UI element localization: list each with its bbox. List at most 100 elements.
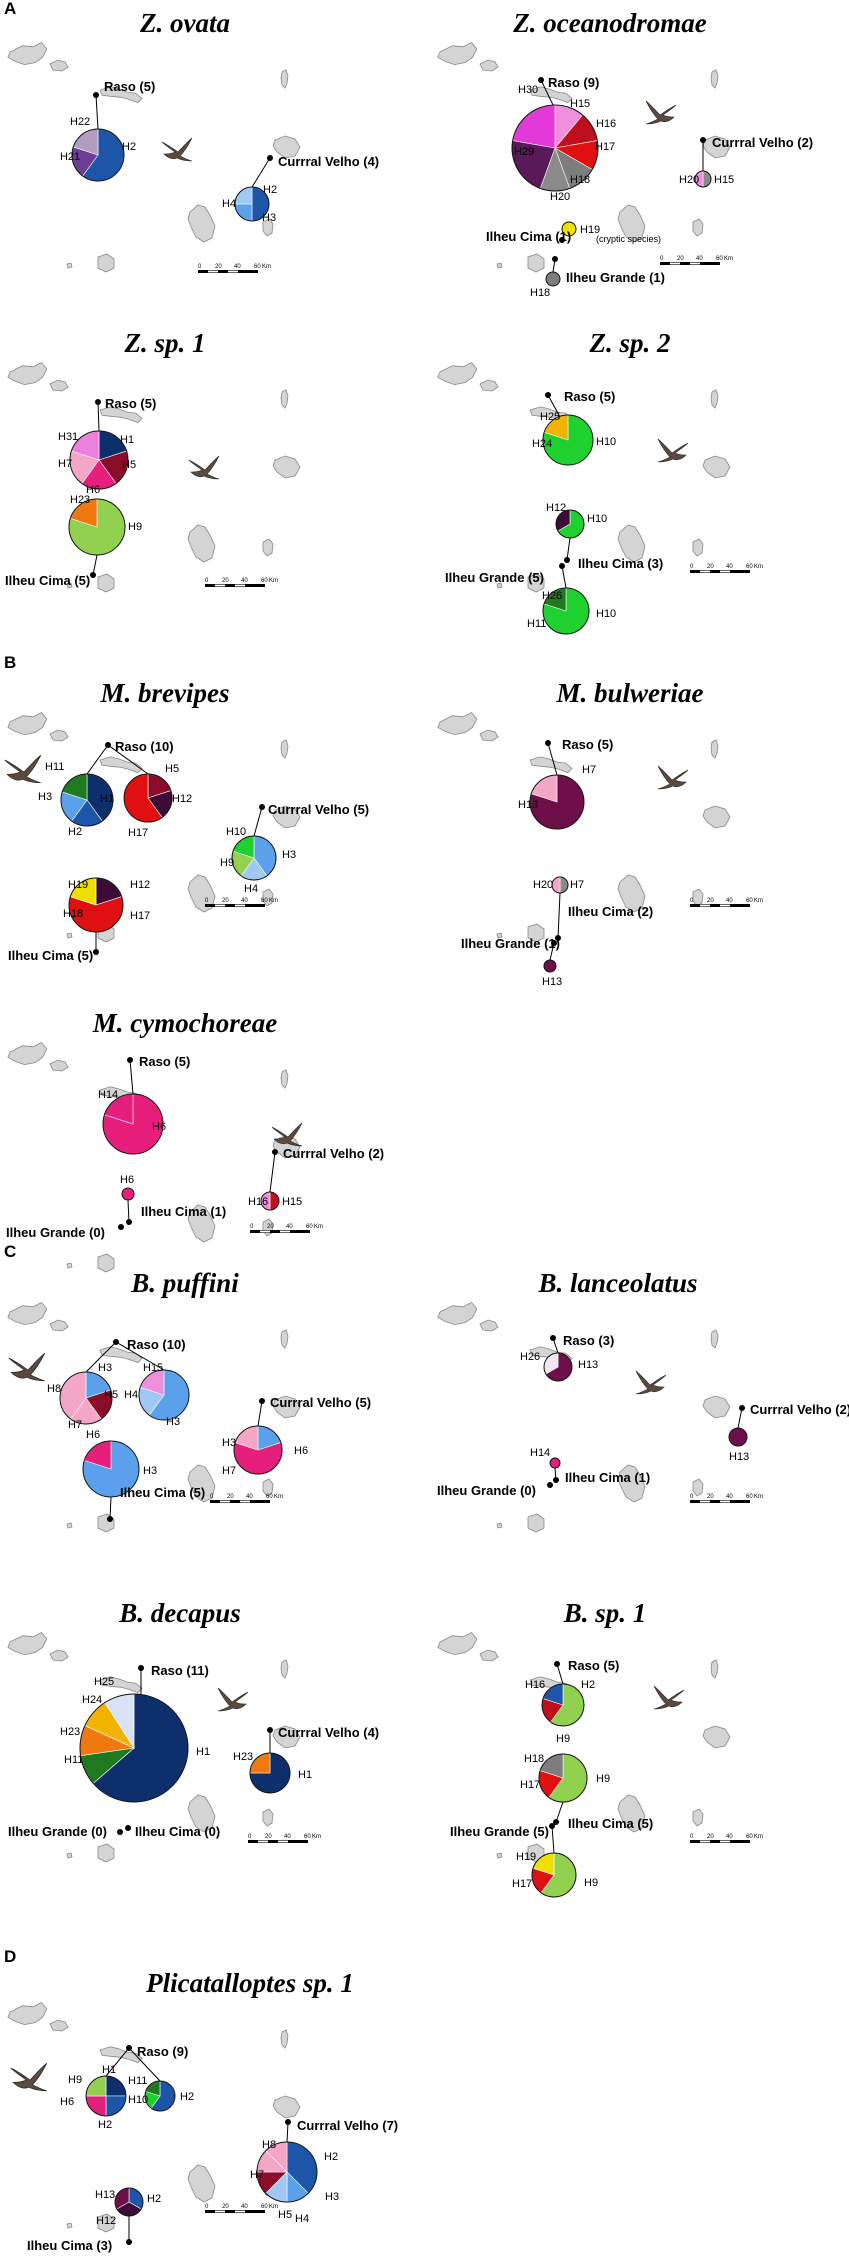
island-boa-vista (272, 805, 301, 829)
scale-bar-tick-label: 0 (690, 1494, 694, 1500)
connector-line (547, 742, 558, 776)
scale-bar-segment (215, 904, 225, 907)
connector-line (86, 744, 109, 775)
island-maio (692, 218, 704, 237)
site-marker (700, 137, 706, 143)
island-santo-antao (437, 1301, 478, 1326)
island-sao-nicolau (99, 2046, 143, 2064)
haplotype-pie (138, 1369, 190, 1421)
site-label: Ilheu Cima (5) (8, 948, 93, 963)
island-fogo (97, 253, 115, 273)
seabird-photo (217, 1687, 249, 1712)
site-marker (555, 935, 561, 941)
haplotype-label: H3 (325, 2191, 339, 2203)
map-title: B. decapus (118, 1598, 241, 1628)
island-sal (710, 1329, 719, 1349)
connector-line (92, 554, 98, 576)
haplotype-pie (233, 1425, 283, 1475)
island-santo-antao (7, 41, 48, 66)
pie-outline (531, 1852, 577, 1898)
pie-outline (529, 774, 585, 830)
haplotype-pie (543, 1352, 573, 1382)
scale-bar-segment (278, 1840, 288, 1843)
haplotype-label: H7 (250, 2169, 264, 2181)
haplotype-pie (60, 773, 114, 827)
haplotype-label: H2 (263, 184, 277, 196)
haplotype-label: H5 (165, 763, 179, 775)
site-marker (549, 1823, 555, 1829)
scale-bar-tick-label: 20 (677, 256, 684, 262)
haplotype-label: H9 (596, 1773, 610, 1785)
scale-bar-tick-label: 0 (205, 578, 209, 584)
scale-bar-segment (235, 584, 245, 587)
site-label: Ilheu Cima (5) (120, 1485, 205, 1500)
haplotype-pie (79, 1693, 189, 1803)
haplotype-label: H5 (278, 2209, 292, 2221)
site-marker (551, 940, 557, 946)
site-label: Currral Velho (2) (283, 1146, 384, 1161)
connector-line (540, 79, 554, 106)
haplotype-label: H17 (128, 827, 148, 839)
seabird-silhouette (161, 137, 193, 162)
haplotype-label: H7 (222, 1465, 236, 1477)
pie-outline (256, 2141, 318, 2203)
scale-bar-tick-label: 0 (690, 1834, 694, 1840)
island-santiago (617, 204, 646, 243)
island-santo-antao (437, 41, 478, 66)
pie-outline (71, 128, 125, 182)
island-sal (280, 2029, 289, 2049)
haplotype-label: H16 (525, 1679, 545, 1691)
map-title: B. puffini (130, 1268, 239, 1298)
connector-line (547, 394, 561, 418)
haplotype-pie (542, 587, 590, 635)
site-label: Ilheu Grande (5) (445, 570, 544, 585)
site-marker (117, 1829, 123, 1835)
site-marker (552, 256, 558, 262)
island-fogo (97, 1253, 115, 1273)
scale-bar-tick-label: 20 (222, 898, 229, 904)
haplotype-label: H13 (518, 799, 538, 811)
pie-outline (542, 587, 590, 635)
haplotype-label: H18 (63, 908, 83, 920)
island-santo-antao (7, 1041, 48, 1066)
haplotype-label: H6 (294, 1445, 308, 1457)
site-label: Ilheu Cima (3) (578, 556, 663, 571)
island-maio (262, 888, 274, 907)
island-boa-vista (272, 2095, 301, 2119)
haplotype-pie (728, 1427, 748, 1447)
haplotype-label: H23 (233, 1751, 253, 1763)
scale-bar-segment (258, 1840, 268, 1843)
seabird-photo (10, 2062, 48, 2092)
seabird-silhouette (4, 754, 42, 784)
haplotype-label: H19 (68, 879, 88, 891)
pie-outline (68, 498, 126, 556)
island-fogo (527, 253, 545, 273)
island-maio (262, 1808, 274, 1827)
haplotype-label: H1 (196, 1746, 210, 1758)
seabird-silhouette (657, 438, 689, 463)
site-marker (90, 572, 96, 578)
scale-bar-tick-label: Km (754, 564, 763, 570)
island-sao-nicolau (99, 1676, 143, 1694)
haplotype-label: H13 (578, 1359, 598, 1371)
haplotype-pie (551, 876, 569, 894)
scale-bar-tick-label: Km (269, 898, 278, 904)
haplotype-label: H5 (122, 459, 136, 471)
haplotype-label: H12 (130, 879, 150, 891)
haplotype-label: H25 (94, 1676, 114, 1688)
site-marker (138, 1665, 144, 1671)
site-label: Raso (5) (564, 389, 615, 404)
pie-outline (82, 1440, 140, 1498)
scale-bar-tick-label: Km (724, 256, 733, 262)
map-title: M. bulweriae (555, 678, 703, 708)
haplotype-label: H4 (222, 198, 236, 210)
pie-outline (538, 1753, 588, 1803)
pie-outline (542, 414, 594, 466)
scale-bar-segment (228, 270, 238, 273)
island-boa-vista (702, 455, 731, 479)
